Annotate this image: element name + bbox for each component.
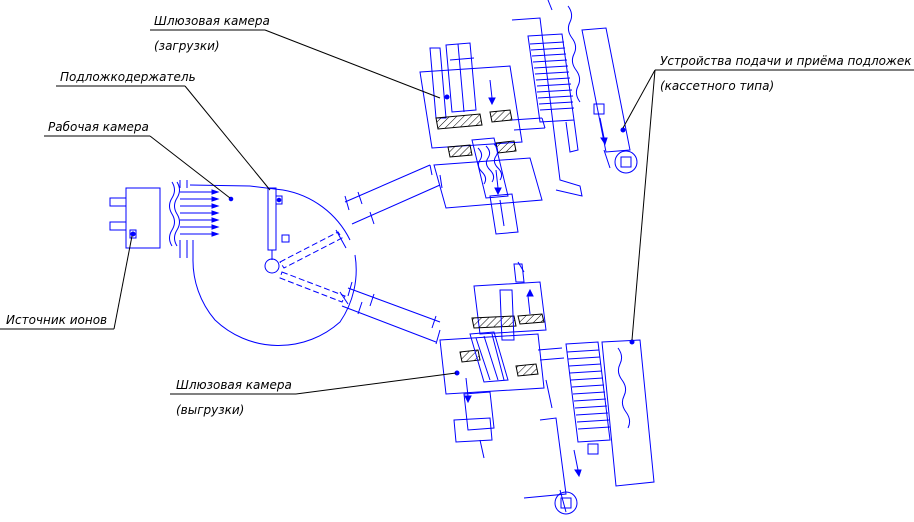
label-feed-device: Устройства подачи и приёма подложек [660, 54, 912, 68]
label-unload-lock: Шлюзовая камера [176, 378, 292, 392]
substrate-holder [264, 187, 349, 305]
label-feed-device-sub: (кассетного типа) [660, 79, 774, 93]
label-substrate-holder: Подложкодержатель [60, 70, 196, 84]
upper-cassette-device [511, 0, 638, 197]
load-lock-chamber [419, 42, 546, 235]
label-unload-lock-sub: (выгрузки) [176, 403, 244, 417]
ion-source [109, 187, 161, 249]
label-load-lock: Шлюзовая камера [154, 14, 270, 28]
work-chamber [169, 180, 357, 346]
label-work-chamber: Рабочая камера [48, 120, 149, 134]
lower-cassette-device [523, 339, 655, 515]
upper-transfer-tube [344, 164, 443, 225]
label-load-lock-sub: (загрузки) [154, 39, 220, 53]
label-ion-source: Источник ионов [6, 313, 107, 327]
unload-lock-chamber [439, 261, 565, 459]
leader-lines [0, 29, 914, 395]
lower-transfer-tube [341, 281, 441, 345]
ion-beam-arrows [180, 189, 220, 237]
